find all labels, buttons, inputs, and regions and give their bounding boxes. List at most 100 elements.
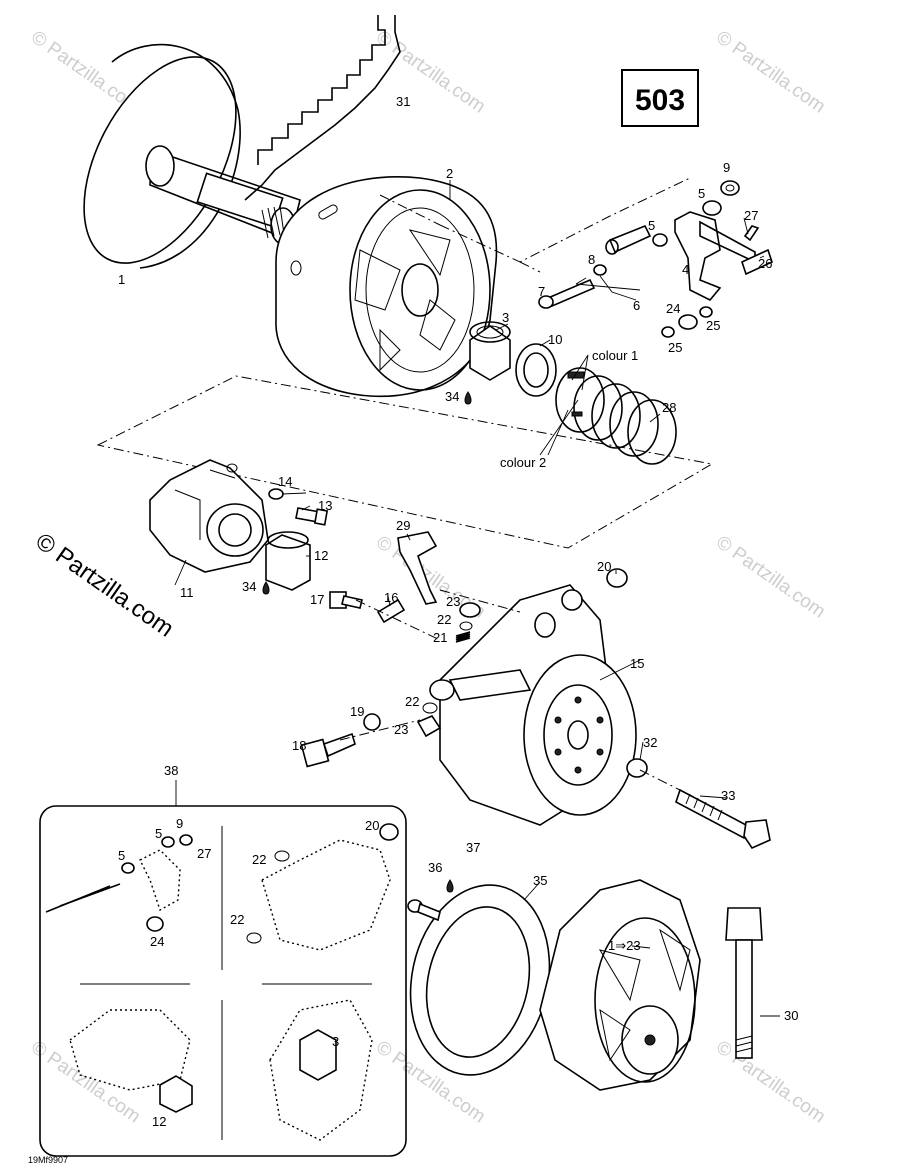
watermark: © Partzilla.com — [372, 27, 489, 118]
inset-box — [39, 805, 407, 1157]
callout: 34 — [445, 389, 459, 404]
part-sleeve — [265, 531, 311, 591]
callout: 25 — [668, 340, 682, 355]
assembly-line — [339, 719, 421, 741]
callout: 3 — [332, 1034, 339, 1049]
callout: 24 — [150, 934, 164, 949]
callout: 20 — [365, 818, 379, 833]
callout: 5 — [118, 848, 125, 863]
grease-drop-icon — [464, 391, 472, 405]
grease-drop-icon — [262, 581, 270, 595]
part-spring — [555, 367, 677, 465]
part-fixed-sheave — [83, 43, 301, 269]
part-bushing — [469, 321, 511, 381]
part-bolt-17 — [329, 591, 363, 609]
callout: 28 — [662, 400, 676, 415]
callout: 2 — [446, 166, 453, 181]
callout: 20 — [597, 559, 611, 574]
callout: 31 — [396, 94, 410, 109]
assembly-envelope — [96, 375, 714, 549]
callout: 9 — [723, 160, 730, 175]
callout: 33 — [721, 788, 735, 803]
part-ramp — [397, 531, 438, 605]
callout: 23 — [394, 722, 408, 737]
callout: 34 — [242, 579, 256, 594]
callout: 27 — [744, 208, 758, 223]
leader-lines — [174, 180, 780, 1017]
part-gasket — [409, 884, 551, 1076]
callout: 12 — [314, 548, 328, 563]
diagram-code-box — [621, 69, 699, 127]
part-nut-20 — [606, 568, 628, 588]
callout: 29 — [396, 518, 410, 533]
part-bolt-33 — [675, 788, 771, 850]
callout: 17 — [310, 592, 324, 607]
assembly-line — [379, 194, 441, 226]
assembly-line — [519, 261, 541, 273]
watermark: © Partzilla.com — [712, 27, 829, 118]
callout: 19 — [350, 704, 364, 719]
callout: 30 — [784, 1008, 798, 1023]
part-roller-stack — [455, 602, 481, 643]
part-washer-14 — [268, 488, 284, 500]
callout: 5 — [648, 218, 655, 233]
part-long-bolt — [725, 907, 763, 1059]
callout: 11 — [180, 585, 194, 600]
part-belt — [244, 15, 401, 201]
assembly-line — [355, 599, 441, 641]
callout: 36 — [428, 860, 442, 875]
callout: 12 — [152, 1114, 166, 1129]
part-clip-22 — [422, 702, 438, 714]
callout: 7 — [538, 284, 545, 299]
callout: 14 — [278, 474, 292, 489]
assembly-line — [439, 589, 521, 613]
part-screw-13 — [295, 507, 329, 526]
part-bolt-18 — [300, 732, 356, 768]
assembly-line — [439, 177, 691, 263]
callout: 32 — [643, 735, 657, 750]
watermark: © Partzilla.com — [712, 532, 829, 623]
part-cup — [515, 343, 557, 397]
callout: 38 — [164, 763, 178, 778]
part-movable-sheave — [275, 176, 498, 398]
callout-labels: 1 2 3 4 5 5 6 7 8 9 10 11 12 13 14 15 16… — [118, 94, 798, 1023]
colour-note: colour 2 — [500, 455, 546, 470]
callout: 25 — [706, 318, 720, 333]
callout: 15 — [630, 656, 644, 671]
part-washer-19 — [363, 713, 381, 731]
watermark-main: © Partzilla.com — [31, 528, 179, 643]
part-washer-32 — [626, 758, 648, 778]
callout: 1 — [118, 272, 125, 287]
callout: 18 — [292, 738, 306, 753]
callout: 8 — [588, 252, 595, 267]
callout: 35 — [533, 873, 547, 888]
watermark: © Partzilla.com — [712, 1037, 829, 1128]
part-governor-cup — [429, 584, 637, 826]
callout: 9 — [176, 816, 183, 831]
callout: 37 — [466, 840, 480, 855]
callout: 5 — [155, 826, 162, 841]
inset-callout-labels: 5 5 9 27 24 20 22 22 3 12 — [118, 816, 379, 1129]
part-lever-assembly — [538, 180, 773, 338]
callout: 13 — [318, 498, 332, 513]
callout: 23 — [446, 594, 460, 609]
assembly-line — [639, 769, 681, 791]
part-drive-pulley-assembly — [539, 879, 701, 1091]
callout: 6 — [633, 298, 640, 313]
callout: 16 — [384, 590, 398, 605]
callout: 10 — [548, 332, 562, 347]
part-spider — [149, 459, 269, 573]
footer-code: 19Mf9907 — [28, 1155, 68, 1165]
callout: 26 — [758, 256, 772, 271]
callout: 27 — [197, 846, 211, 861]
part-loctite-37 — [446, 879, 454, 893]
callout: 24 — [666, 301, 680, 316]
callout: 22 — [230, 912, 244, 927]
callout: 4 — [682, 262, 689, 277]
part-pin — [376, 598, 406, 624]
colour-note: colour 1 — [592, 348, 638, 363]
callout: 22 — [437, 612, 451, 627]
callout: 22 — [252, 852, 266, 867]
